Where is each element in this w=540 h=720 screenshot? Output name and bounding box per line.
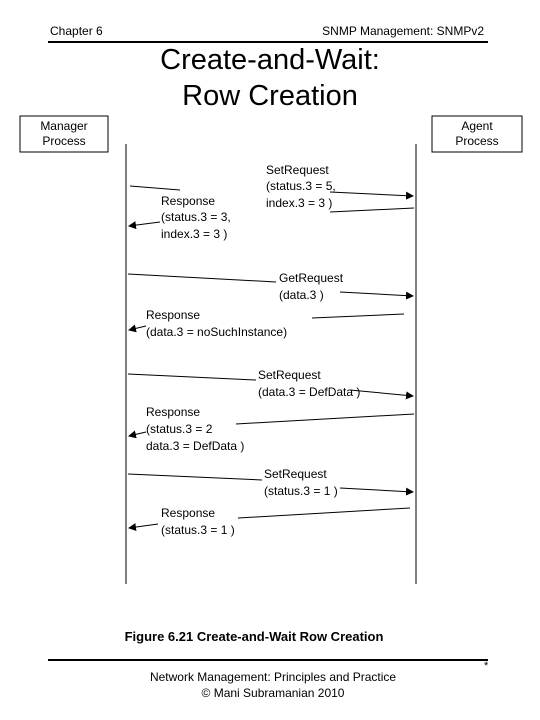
message-7-label-1: SetRequest: [264, 467, 327, 481]
message-1-label-3: index.3 = 3 ): [266, 196, 332, 210]
message-5: SetRequest (data.3 = DefData ): [127, 368, 414, 400]
figure-caption: Figure 6.21 Create-and-Wait Row Creation: [125, 629, 384, 644]
agent-process-box: Agent Process: [431, 115, 523, 153]
footer-divider: [48, 659, 488, 661]
manager-process-box: Manager Process: [19, 115, 109, 153]
message-7-label-2: (status.3 = 1 ): [264, 484, 338, 498]
message-6: Response (status.3 = 2 data.3 = DefData …: [128, 405, 415, 453]
message-6-label-2: (status.3 = 2: [146, 422, 213, 436]
message-1-label-2: (status.3 = 5,: [266, 179, 336, 193]
slide-title-line-2: Row Creation: [182, 80, 358, 112]
chapter-label: Chapter 6: [50, 24, 103, 38]
topic-label: SNMP Management: SNMPv2: [322, 24, 484, 38]
agent-label-line-2: Process: [455, 134, 498, 148]
message-2: Response (status.3 = 3, index.3 = 3 ): [128, 194, 415, 241]
manager-label-line-2: Process: [42, 134, 85, 148]
message-2-label-2: (status.3 = 3,: [161, 210, 231, 224]
message-3: GetRequest (data.3 ): [127, 271, 414, 302]
message-4-label-2: (data.3 = noSuchInstance): [146, 325, 287, 339]
message-8-label-1: Response: [161, 506, 215, 520]
footer-copyright: © Mani Subramanian 2010: [201, 686, 345, 700]
footer-book-title: Network Management: Principles and Pract…: [149, 670, 397, 684]
message-6-label-3: data.3 = DefData ): [146, 439, 244, 453]
message-4-label-1: Response: [146, 308, 200, 322]
message-6-label-1: Response: [146, 405, 200, 419]
message-1: SetRequest (status.3 = 5, index.3 = 3 ): [129, 163, 414, 210]
slide-number-mark: *: [484, 660, 489, 672]
manager-label-line-1: Manager: [40, 119, 87, 133]
slide-title-line-1: Create-and-Wait:: [160, 44, 380, 76]
message-8-label-2: (status.3 = 1 ): [161, 523, 235, 537]
message-7: SetRequest (status.3 = 1 ): [127, 467, 414, 498]
message-4: Response (data.3 = noSuchInstance): [128, 308, 405, 339]
message-5-label-1: SetRequest: [258, 368, 321, 382]
message-3-label-2: (data.3 ): [279, 288, 324, 302]
message-2-label-3: index.3 = 3 ): [161, 227, 227, 241]
message-2-label-1: Response: [161, 194, 215, 208]
message-5-label-2: (data.3 = DefData ): [258, 385, 360, 399]
slide-title: Create-and-Wait: Row Creation: [120, 42, 420, 114]
message-8: Response (status.3 = 1 ): [128, 506, 411, 537]
footer-credits: Network Management: Principles and Pract…: [120, 669, 426, 701]
header-divider: [48, 41, 488, 43]
agent-label-line-1: Agent: [461, 119, 493, 133]
message-3-label-1: GetRequest: [279, 271, 344, 285]
message-1-label-1: SetRequest: [266, 163, 329, 177]
